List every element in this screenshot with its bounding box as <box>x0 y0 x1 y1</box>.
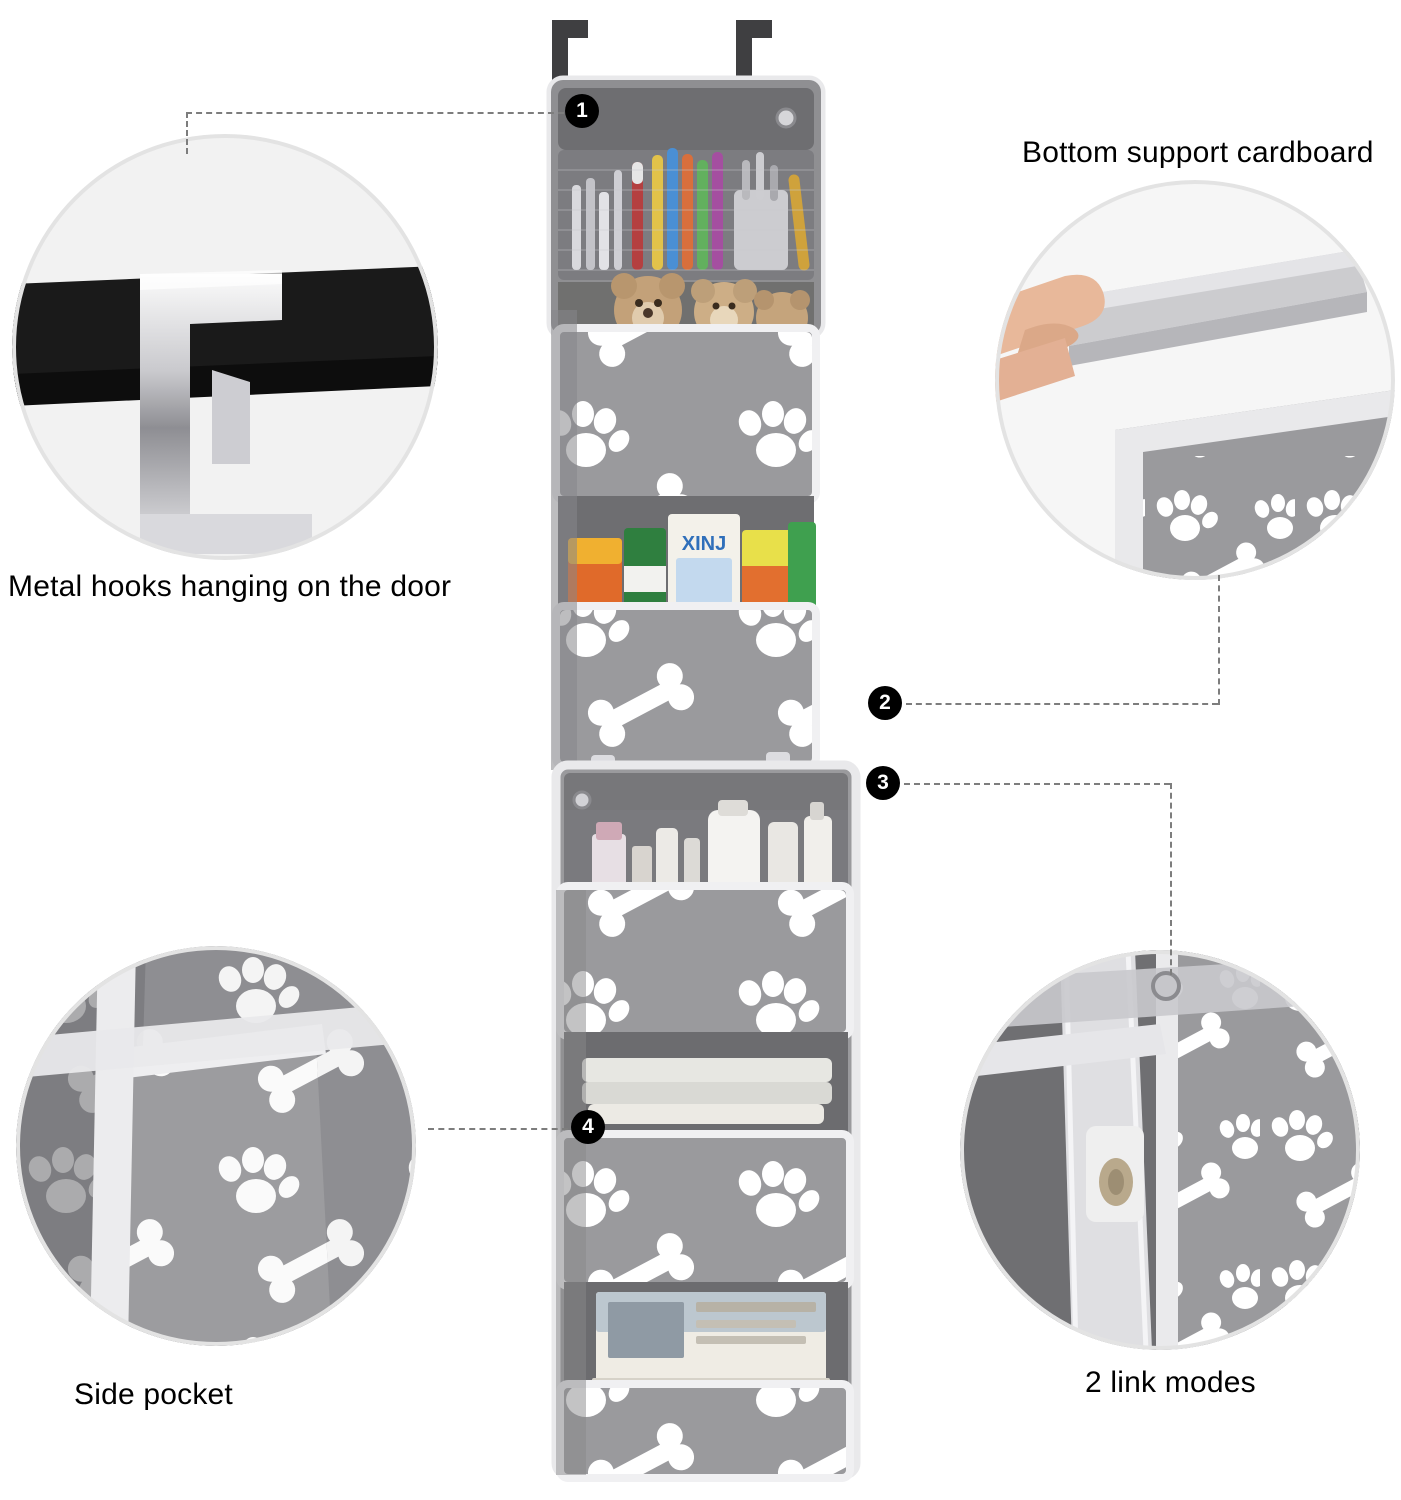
cosmetics <box>592 800 832 896</box>
leader-line-1-vertical <box>186 112 188 154</box>
callout-photo-bottom-support-cardboard <box>995 180 1395 580</box>
leader-line-1-horizontal <box>186 112 564 114</box>
cardboard-photo <box>995 180 1395 580</box>
badge-4: 4 <box>571 1110 605 1144</box>
side-pocket-photo <box>16 946 416 1346</box>
metal-hooks <box>552 20 772 90</box>
callout-label-metal-hooks: Metal hooks hanging on the door <box>8 570 452 603</box>
leader-line-2-vertical <box>1218 575 1220 705</box>
metal-hooks-photo <box>12 134 438 560</box>
shelf-1 <box>552 324 820 504</box>
svg-text:XINJ: XINJ <box>682 533 726 555</box>
upper-panel: XINJ <box>546 75 826 770</box>
shelf-3 <box>556 882 854 1040</box>
leader-line-3-vertical <box>1170 783 1172 975</box>
product-illustration: XINJ <box>536 10 936 1490</box>
callout-photo-side-pocket <box>16 946 416 1346</box>
callout-label-link-modes: 2 link modes <box>1085 1366 1256 1399</box>
books <box>592 1292 830 1394</box>
shelf-2 <box>552 602 820 770</box>
callout-photo-link-modes <box>960 950 1360 1350</box>
leader-line-2-horizontal <box>906 703 1218 705</box>
callout-photo-metal-hooks <box>12 134 438 560</box>
leader-line-3-horizontal <box>904 783 1170 785</box>
badge-2: 2 <box>868 686 902 720</box>
product-svg: XINJ <box>546 20 861 1482</box>
link-modes-photo <box>960 950 1360 1350</box>
leader-line-4-horizontal <box>428 1128 568 1130</box>
badge-3: 3 <box>866 766 900 800</box>
lower-panel <box>551 760 861 1482</box>
towels <box>582 1058 832 1124</box>
shelf-5 <box>556 1380 854 1482</box>
shelf-4 <box>556 1130 854 1290</box>
callout-label-side-pocket: Side pocket <box>74 1378 233 1411</box>
badge-1: 1 <box>565 94 599 128</box>
callout-label-bottom-support-cardboard: Bottom support cardboard <box>1022 136 1374 169</box>
